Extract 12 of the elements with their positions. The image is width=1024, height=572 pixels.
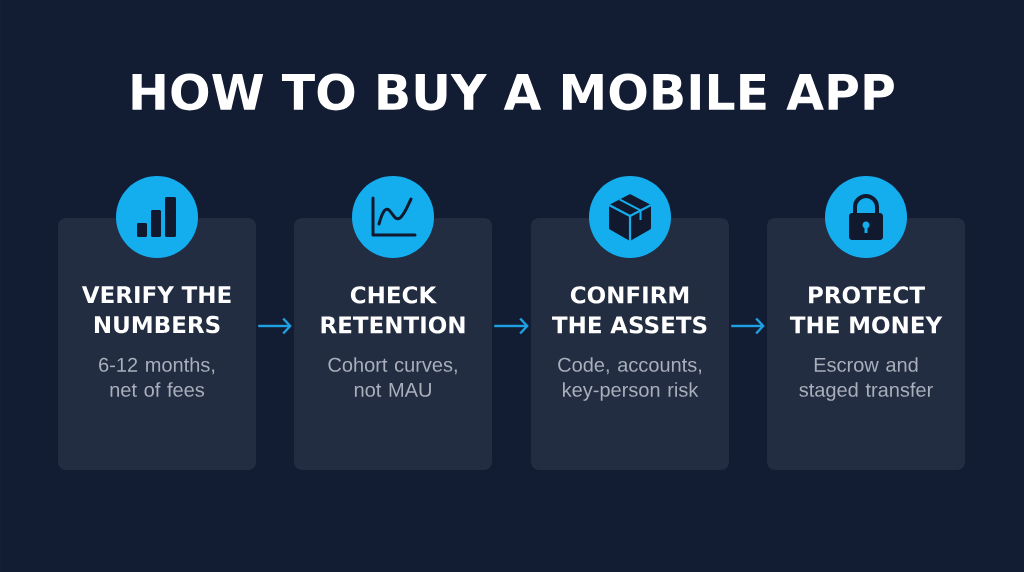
arrow (494, 317, 529, 335)
title: HOW TO BUY A MOBILE APP (132, 73, 894, 111)
card-text: Cohort curves, not MAU (328, 357, 457, 397)
card-heading: PROTECT THE MONEY (789, 286, 943, 334)
card-text: Escrow and staged transfer (799, 357, 933, 401)
card-heading: VERIFY THE NUMBERS (81, 286, 231, 334)
arrow (731, 317, 765, 335)
card-text: Code, accounts, key-person risk (558, 357, 701, 401)
card-text: 6-12 months, net of fees (99, 357, 215, 397)
card-heading: CONFIRM THE ASSETS (552, 286, 707, 334)
card-heading: CHECK RETENTION (321, 286, 465, 334)
arrow (258, 317, 292, 335)
